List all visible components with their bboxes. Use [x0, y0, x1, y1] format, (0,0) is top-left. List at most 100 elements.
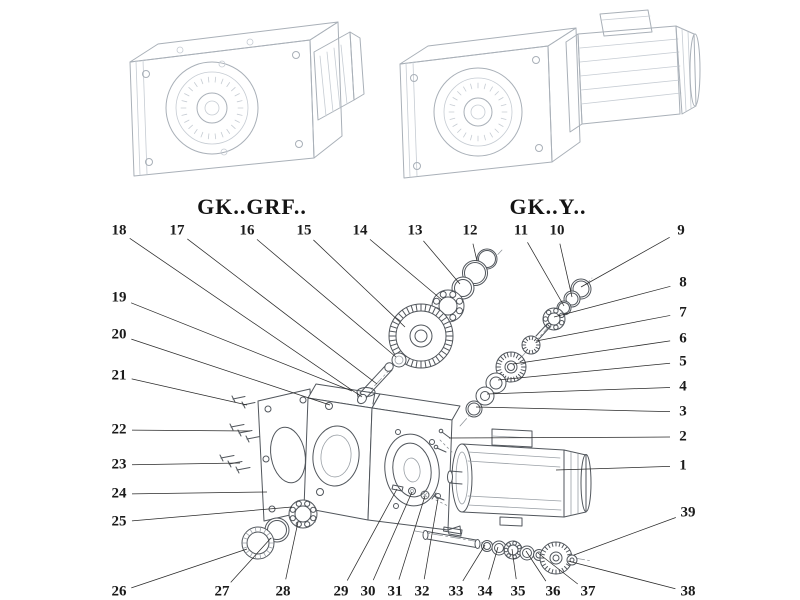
callout-34: 34	[477, 583, 493, 600]
callout-20: 20	[111, 326, 127, 343]
callout-33: 33	[448, 583, 464, 600]
callout-16: 16	[239, 222, 255, 239]
callout-1: 1	[679, 457, 687, 474]
callout-14: 14	[352, 222, 368, 239]
cover-bolts	[219, 395, 261, 474]
leader-line-16	[256, 239, 397, 358]
leader-line-9	[580, 237, 670, 288]
callout-8: 8	[679, 274, 687, 291]
leader-line-23	[131, 462, 241, 466]
callout-24: 24	[111, 485, 127, 502]
callout-5: 5	[679, 353, 687, 370]
callout-31: 31	[387, 583, 403, 600]
leader-line-33	[462, 544, 486, 582]
leader-line-18	[129, 238, 363, 398]
pinion-assembly	[465, 278, 592, 418]
gearbox-gkgrf-drawing	[129, 21, 365, 177]
leader-line-24	[131, 491, 268, 495]
leader-line-1	[555, 466, 671, 471]
leader-line-5	[497, 362, 671, 381]
leader-line-11	[527, 242, 565, 307]
leader-line-25	[131, 506, 293, 522]
callout-4: 4	[679, 378, 687, 395]
leader-line-6	[512, 340, 671, 365]
callout-22: 22	[111, 421, 127, 438]
callout-2: 2	[679, 428, 687, 445]
callout-7: 7	[679, 304, 687, 321]
small-hardware	[391, 484, 445, 501]
internal-gear-hint	[180, 76, 244, 140]
leader-line-19	[130, 302, 353, 392]
leader-line-30	[372, 491, 413, 581]
callout-10: 10	[549, 222, 565, 239]
gearbox-gky-drawing	[399, 9, 701, 179]
callout-17: 17	[169, 222, 185, 239]
callout-13: 13	[407, 222, 423, 239]
callout-6: 6	[679, 330, 687, 347]
callout-36: 36	[545, 583, 561, 600]
variant-label-gkgrf: GK..GRF..	[197, 194, 307, 219]
seal-bearing-group	[241, 499, 318, 560]
leader-line-26	[131, 548, 248, 589]
leader-line-31	[398, 495, 426, 580]
callout-18: 18	[111, 222, 127, 239]
callout-12: 12	[462, 222, 478, 239]
leader-line-2	[448, 436, 671, 439]
oil-seal-26	[241, 526, 275, 560]
callout-26: 26	[111, 583, 127, 600]
leader-line-8	[553, 285, 671, 318]
callout-32: 32	[414, 583, 430, 600]
callout-39: 39	[680, 504, 696, 521]
callout-30: 30	[360, 583, 376, 600]
motor	[433, 428, 592, 527]
leader-line-38	[567, 560, 676, 590]
leader-line-22	[131, 429, 251, 432]
callout-25: 25	[111, 513, 127, 530]
leader-line-12	[472, 243, 478, 262]
leader-line-17	[187, 238, 378, 385]
leader-line-27	[230, 537, 272, 583]
callout-23: 23	[111, 456, 127, 473]
callout-19: 19	[111, 289, 127, 306]
leader-lines	[129, 237, 676, 590]
leader-line-21	[131, 378, 248, 406]
leader-line-34	[488, 546, 499, 580]
bearing-28	[288, 499, 318, 529]
output-shaft-assembly	[422, 526, 578, 575]
internal-gear-hint	[448, 82, 508, 142]
leader-line-15	[313, 239, 406, 328]
leader-line-39	[573, 517, 676, 556]
callout-35: 35	[510, 583, 526, 600]
callout-27: 27	[214, 583, 230, 600]
callout-9: 9	[677, 222, 685, 239]
bevel-gear-6	[495, 351, 527, 383]
leader-line-37	[537, 552, 578, 585]
callout-38: 38	[680, 583, 696, 600]
leader-line-10	[559, 243, 573, 298]
callout-29: 29	[333, 583, 349, 600]
bearing-8	[542, 307, 566, 331]
callout-37: 37	[580, 583, 596, 600]
callout-15: 15	[296, 222, 312, 239]
main-gear-15	[388, 303, 454, 369]
leader-line-28	[285, 521, 299, 580]
leader-line-36	[525, 550, 547, 582]
input-shaft-assembly	[357, 248, 498, 405]
variant-label-gky: GK..Y..	[509, 194, 587, 219]
callout-3: 3	[679, 403, 687, 420]
callout-21: 21	[111, 367, 127, 384]
leader-line-29	[346, 488, 398, 581]
pinion-shaft-7	[521, 323, 551, 355]
exploded-view-drawing	[219, 248, 593, 575]
leader-line-35	[511, 548, 517, 580]
leader-line-4	[486, 387, 671, 395]
gear-housing	[302, 383, 462, 537]
leader-line-14	[369, 239, 443, 301]
leader-line-32	[423, 498, 439, 580]
callout-28: 28	[275, 583, 291, 600]
leader-line-13	[423, 240, 461, 285]
leader-line-20	[131, 338, 331, 406]
leader-line-3	[475, 406, 671, 413]
